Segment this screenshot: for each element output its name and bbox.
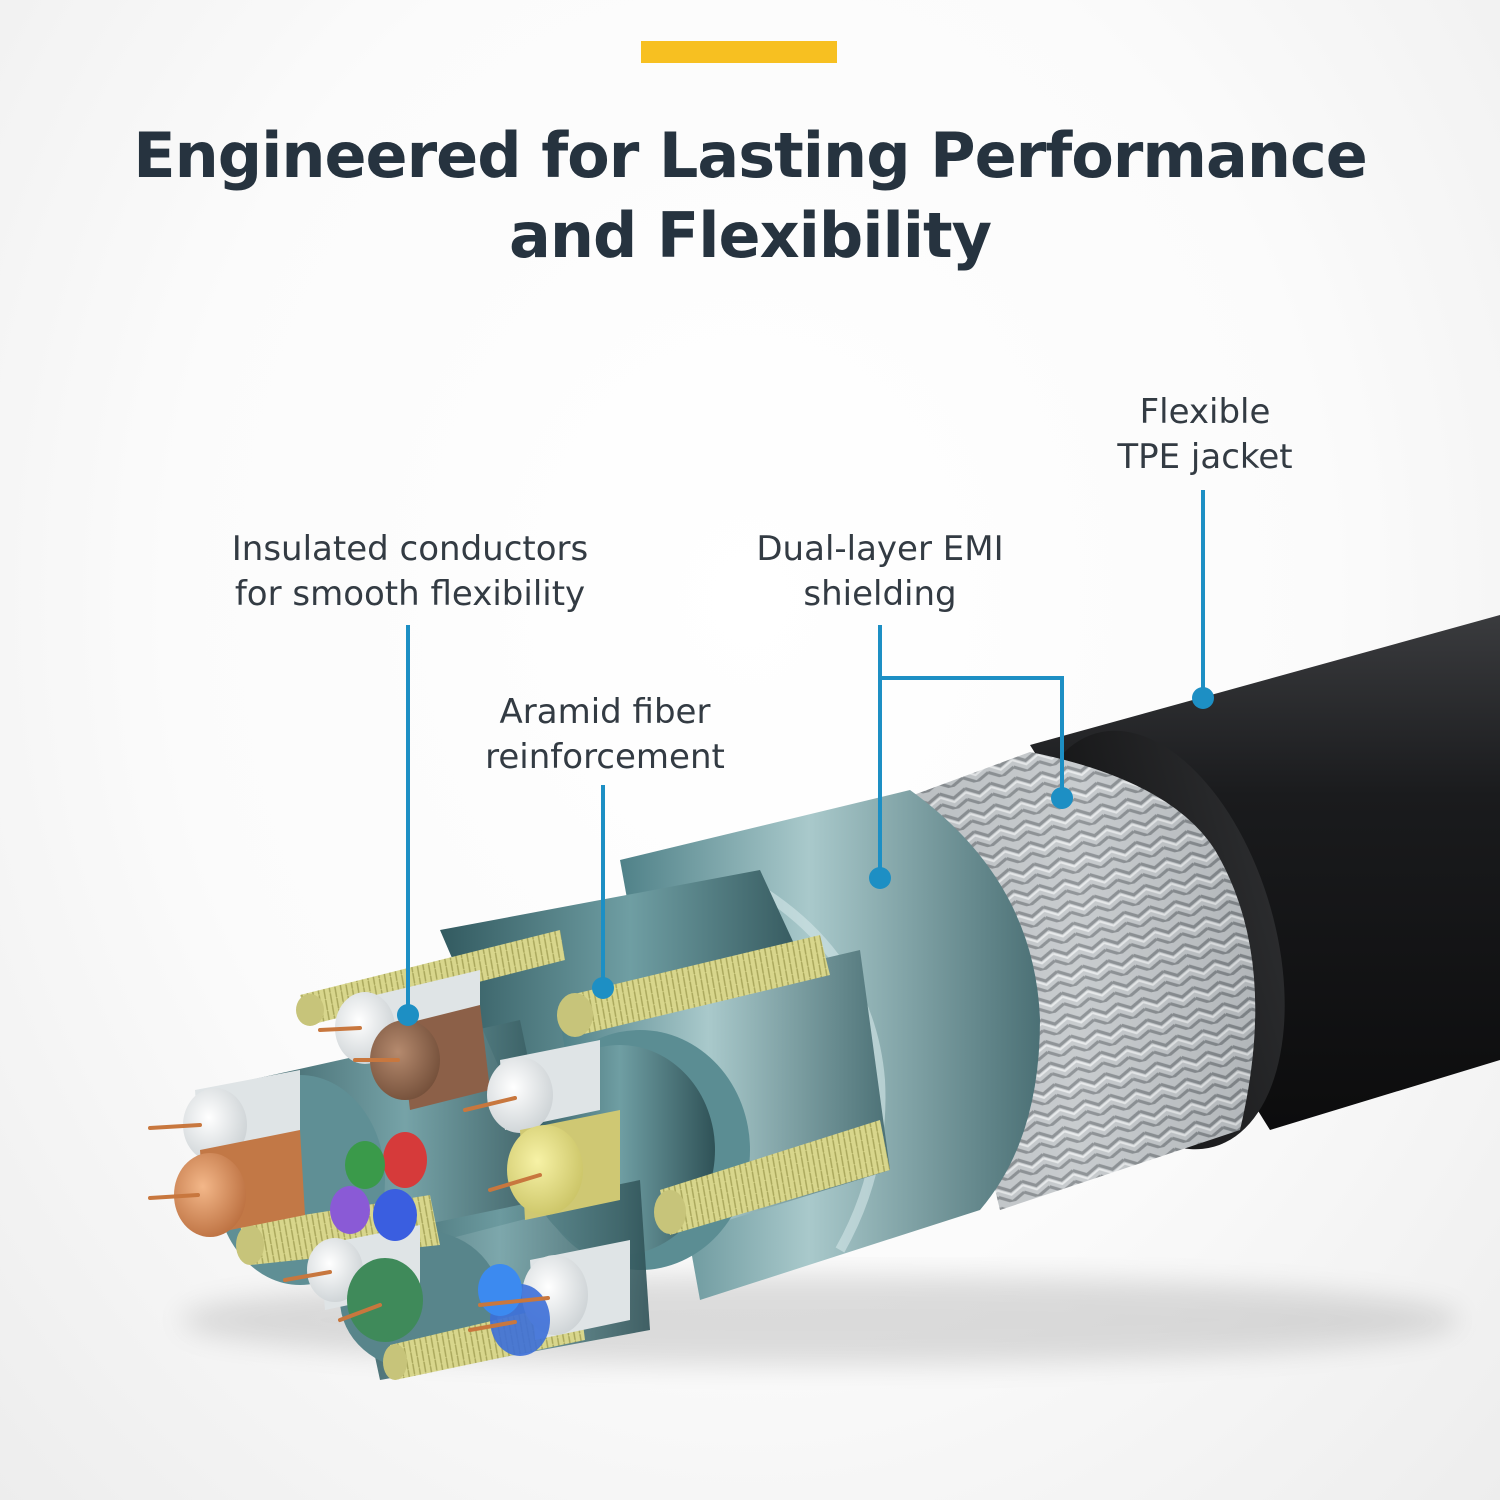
accent-bar xyxy=(641,41,837,63)
jacket-leader-dot xyxy=(1192,687,1214,709)
foil-leader-dot xyxy=(869,867,891,889)
aramid-leader-dot xyxy=(592,977,614,999)
callout-aramid-fiber: Aramid fiber reinforcement xyxy=(450,690,760,780)
shielding-leader-line xyxy=(878,625,1064,878)
callout-label: TPE jacket xyxy=(1117,437,1293,477)
callout-label: Aramid fiber xyxy=(499,692,711,732)
callout-emi-shielding: Dual-layer EMI shielding xyxy=(730,527,1030,617)
callout-label: reinforcement xyxy=(485,737,725,777)
page-title-line-2: and Flexibility xyxy=(508,199,992,272)
page-title: Engineered for Lasting Performance xyxy=(133,119,1368,192)
callout-insulated-conductors: Insulated conductors for smooth flexibil… xyxy=(200,527,620,617)
callout-label: shielding xyxy=(803,574,957,614)
callout-label: for smooth flexibility xyxy=(234,574,586,614)
callout-leader-lines xyxy=(406,490,1205,1015)
conductors-leader-dot xyxy=(397,1004,419,1026)
callout-label: Dual-layer EMI xyxy=(756,529,1004,569)
callout-tpe-jacket: Flexible TPE jacket xyxy=(1100,390,1310,480)
callout-label: Insulated conductors xyxy=(231,529,589,569)
braid-leader-dot xyxy=(1051,787,1073,809)
callout-label: Flexible xyxy=(1139,392,1271,432)
insulated-conductors xyxy=(148,970,630,1356)
callout-leader-dots xyxy=(397,687,1214,1026)
